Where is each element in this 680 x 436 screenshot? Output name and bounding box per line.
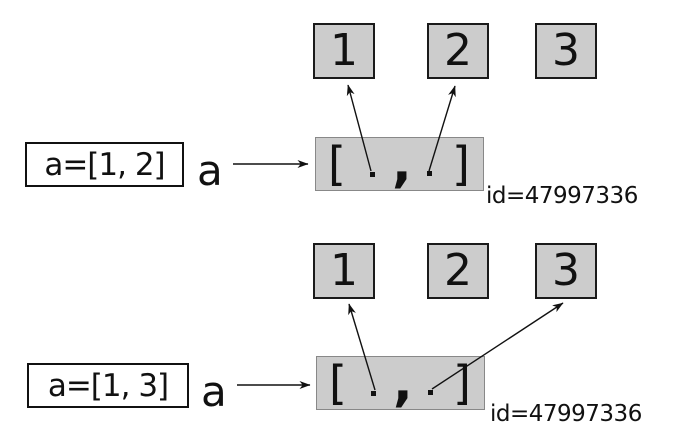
list-cell1-dot-icon <box>427 171 432 176</box>
list-cell0-dot-icon <box>371 391 376 396</box>
int-value: 3 <box>552 25 580 76</box>
int-value: 3 <box>552 245 580 296</box>
list-object-box: [ , ] <box>315 137 484 191</box>
variable-name: a <box>197 146 223 195</box>
code-label-box: a=[1, 2] <box>25 142 184 187</box>
list-close-bracket: ] <box>452 137 470 191</box>
list-open-bracket: [ <box>328 137 346 191</box>
int-value: 1 <box>330 25 358 76</box>
list-comma: , <box>393 353 413 413</box>
list-cell1-dot-icon <box>428 390 433 395</box>
variable-name: a <box>201 367 227 416</box>
list-object-box: [ , ] <box>316 356 485 410</box>
int-object-box-3: 3 <box>535 243 597 299</box>
int-value: 2 <box>444 25 472 76</box>
int-object-box-1: 1 <box>313 23 375 79</box>
int-value: 1 <box>330 245 358 296</box>
list-close-bracket: ] <box>453 356 471 410</box>
int-object-box-2: 2 <box>427 243 489 299</box>
int-object-box-3: 3 <box>535 23 597 79</box>
list-cell0-dot-icon <box>370 172 375 177</box>
list-comma: , <box>392 134 412 194</box>
int-object-box-1: 1 <box>313 243 375 299</box>
code-label: a=[1, 2] <box>44 146 165 183</box>
int-object-box-2: 2 <box>427 23 489 79</box>
code-label: a=[1, 3] <box>47 367 169 404</box>
list-id-label: id=47997336 <box>486 183 638 209</box>
list-id-label: id=47997336 <box>490 401 642 427</box>
code-label-box: a=[1, 3] <box>27 363 189 408</box>
int-value: 2 <box>444 245 472 296</box>
list-open-bracket: [ <box>329 356 347 410</box>
